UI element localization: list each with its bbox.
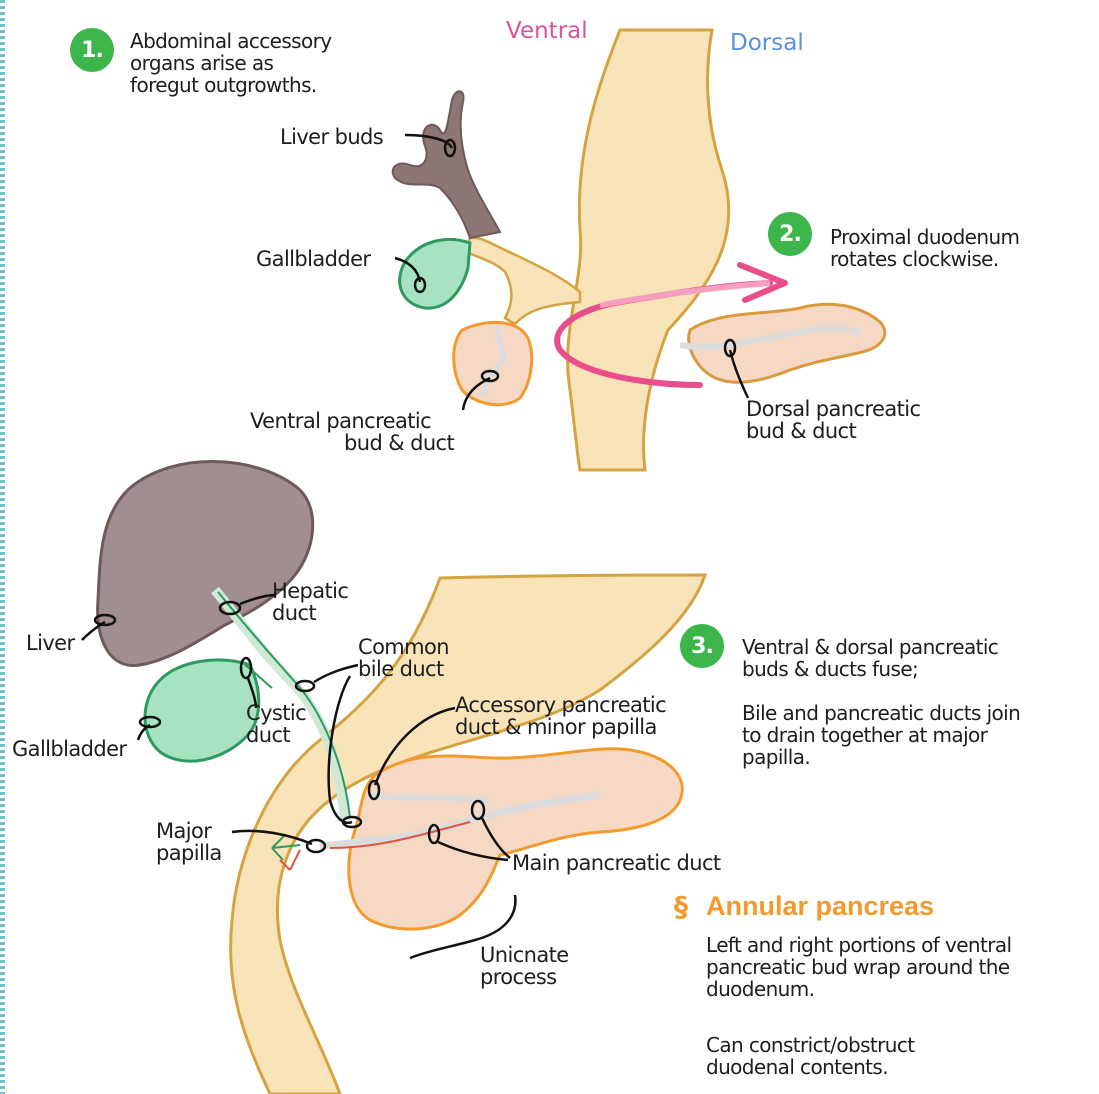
major-papilla-label: Major papilla — [156, 820, 222, 864]
liver-shape — [96, 460, 315, 668]
gallbladder-top-shape — [398, 237, 472, 310]
ventral-bud-line: bud & duct — [344, 431, 455, 455]
annular-note: Can constrict/obstruct duodenal contents… — [706, 1034, 915, 1078]
ventral-label: Ventral — [506, 18, 588, 44]
dorsal-bud-line: Dorsal pancreatic — [746, 397, 921, 421]
annular-description: Left and right portions of ventral pancr… — [706, 934, 1012, 1000]
uncinate-label: Unicnate process — [480, 944, 569, 988]
common-bile-duct-line: Common — [358, 635, 450, 659]
step-3-fuse-text: Ventral & dorsal pancreatic buds & ducts… — [742, 635, 999, 681]
step-3-bile-text: Bile and pancreatic ducts join to drain … — [742, 701, 1021, 769]
dorsal-bud-line: bud & duct — [746, 419, 857, 443]
duodenum-bottom — [229, 573, 708, 1094]
step-3-badge: 3. — [680, 624, 724, 668]
step-3-fuse-line: Ventral & dorsal pancreatic — [742, 635, 999, 659]
common-bile-duct-line: bile duct — [358, 657, 444, 681]
uncinate-line: process — [480, 965, 557, 989]
step-1-line: Abdominal accessory — [130, 29, 332, 53]
annular-note-line: duodenal contents. — [706, 1055, 889, 1079]
main-duct-label: Main pancreatic duct — [512, 851, 721, 875]
ventral-bud-line: Ventral pancreatic — [250, 409, 432, 433]
annular-desc-line: duodenum. — [706, 977, 815, 1001]
step-1-text: Abdominal accessory organs arise as fore… — [130, 29, 332, 97]
step-2-text: Proximal duodenum rotates clockwise. — [830, 225, 1020, 271]
dorsal-label: Dorsal — [730, 30, 804, 56]
liver-label: Liver — [26, 631, 75, 655]
liver-buds-shape — [391, 90, 502, 240]
annular-note-line: Can constrict/obstruct — [706, 1033, 915, 1057]
major-papilla-line: Major — [156, 819, 212, 843]
accessory-duct-line: Accessory pancreatic — [455, 693, 667, 717]
step-2-line: rotates clockwise. — [830, 247, 999, 271]
dorsal-bud-label: Dorsal pancreatic bud & duct — [746, 397, 921, 443]
ventral-bud-shape — [452, 320, 534, 407]
gallbladder-bottom-shape — [143, 658, 261, 763]
step-2-badge: 2. — [768, 212, 812, 256]
hepatic-duct-label: Hepatic duct — [272, 579, 349, 625]
cystic-duct-line: duct — [246, 723, 291, 747]
hepatic-duct-line: duct — [272, 601, 317, 625]
annular-title: Annular pancreas — [706, 891, 935, 921]
hepatic-duct-line: Hepatic — [272, 579, 349, 603]
accessory-duct-line: duct & minor papilla — [455, 715, 657, 739]
annular-desc-line: Left and right portions of ventral — [706, 933, 1012, 957]
step-2-line: Proximal duodenum — [830, 225, 1020, 249]
step-3-bile-line: to drain together at major — [742, 723, 988, 747]
step-3-bile-line: papilla. — [742, 745, 811, 769]
step-3-fuse-line: buds & ducts fuse; — [742, 657, 919, 681]
annular-clinical-icon: § — [674, 890, 688, 923]
dorsal-bud-shape — [687, 302, 887, 384]
step-1-line: organs arise as — [130, 51, 274, 75]
annular-desc-line: pancreatic bud wrap around the — [706, 955, 1010, 979]
duodenum-top — [566, 28, 731, 472]
cystic-duct-line: Cystic — [246, 701, 307, 725]
step-1-line: foregut outgrowths. — [130, 73, 317, 97]
step-3-bile-line: Bile and pancreatic ducts join — [742, 701, 1021, 725]
left-border-strip — [0, 0, 5, 1094]
uncinate-line: Unicnate — [480, 943, 569, 967]
accessory-duct-label: Accessory pancreatic duct & minor papill… — [455, 693, 667, 739]
foregut-outgrowth — [464, 236, 582, 326]
major-papilla-line: papilla — [156, 841, 222, 865]
step-1-badge: 1. — [70, 28, 114, 72]
liver-buds-label: Liver buds — [280, 125, 384, 149]
ventral-bud-label: Ventral pancreatic bud & duct — [250, 409, 455, 455]
common-bile-duct-label: Common bile duct — [358, 635, 450, 681]
cystic-duct-label: Cystic duct — [246, 701, 307, 747]
gallbladder-bottom-label: Gallbladder — [12, 737, 127, 761]
gallbladder-top-label: Gallbladder — [256, 247, 371, 271]
